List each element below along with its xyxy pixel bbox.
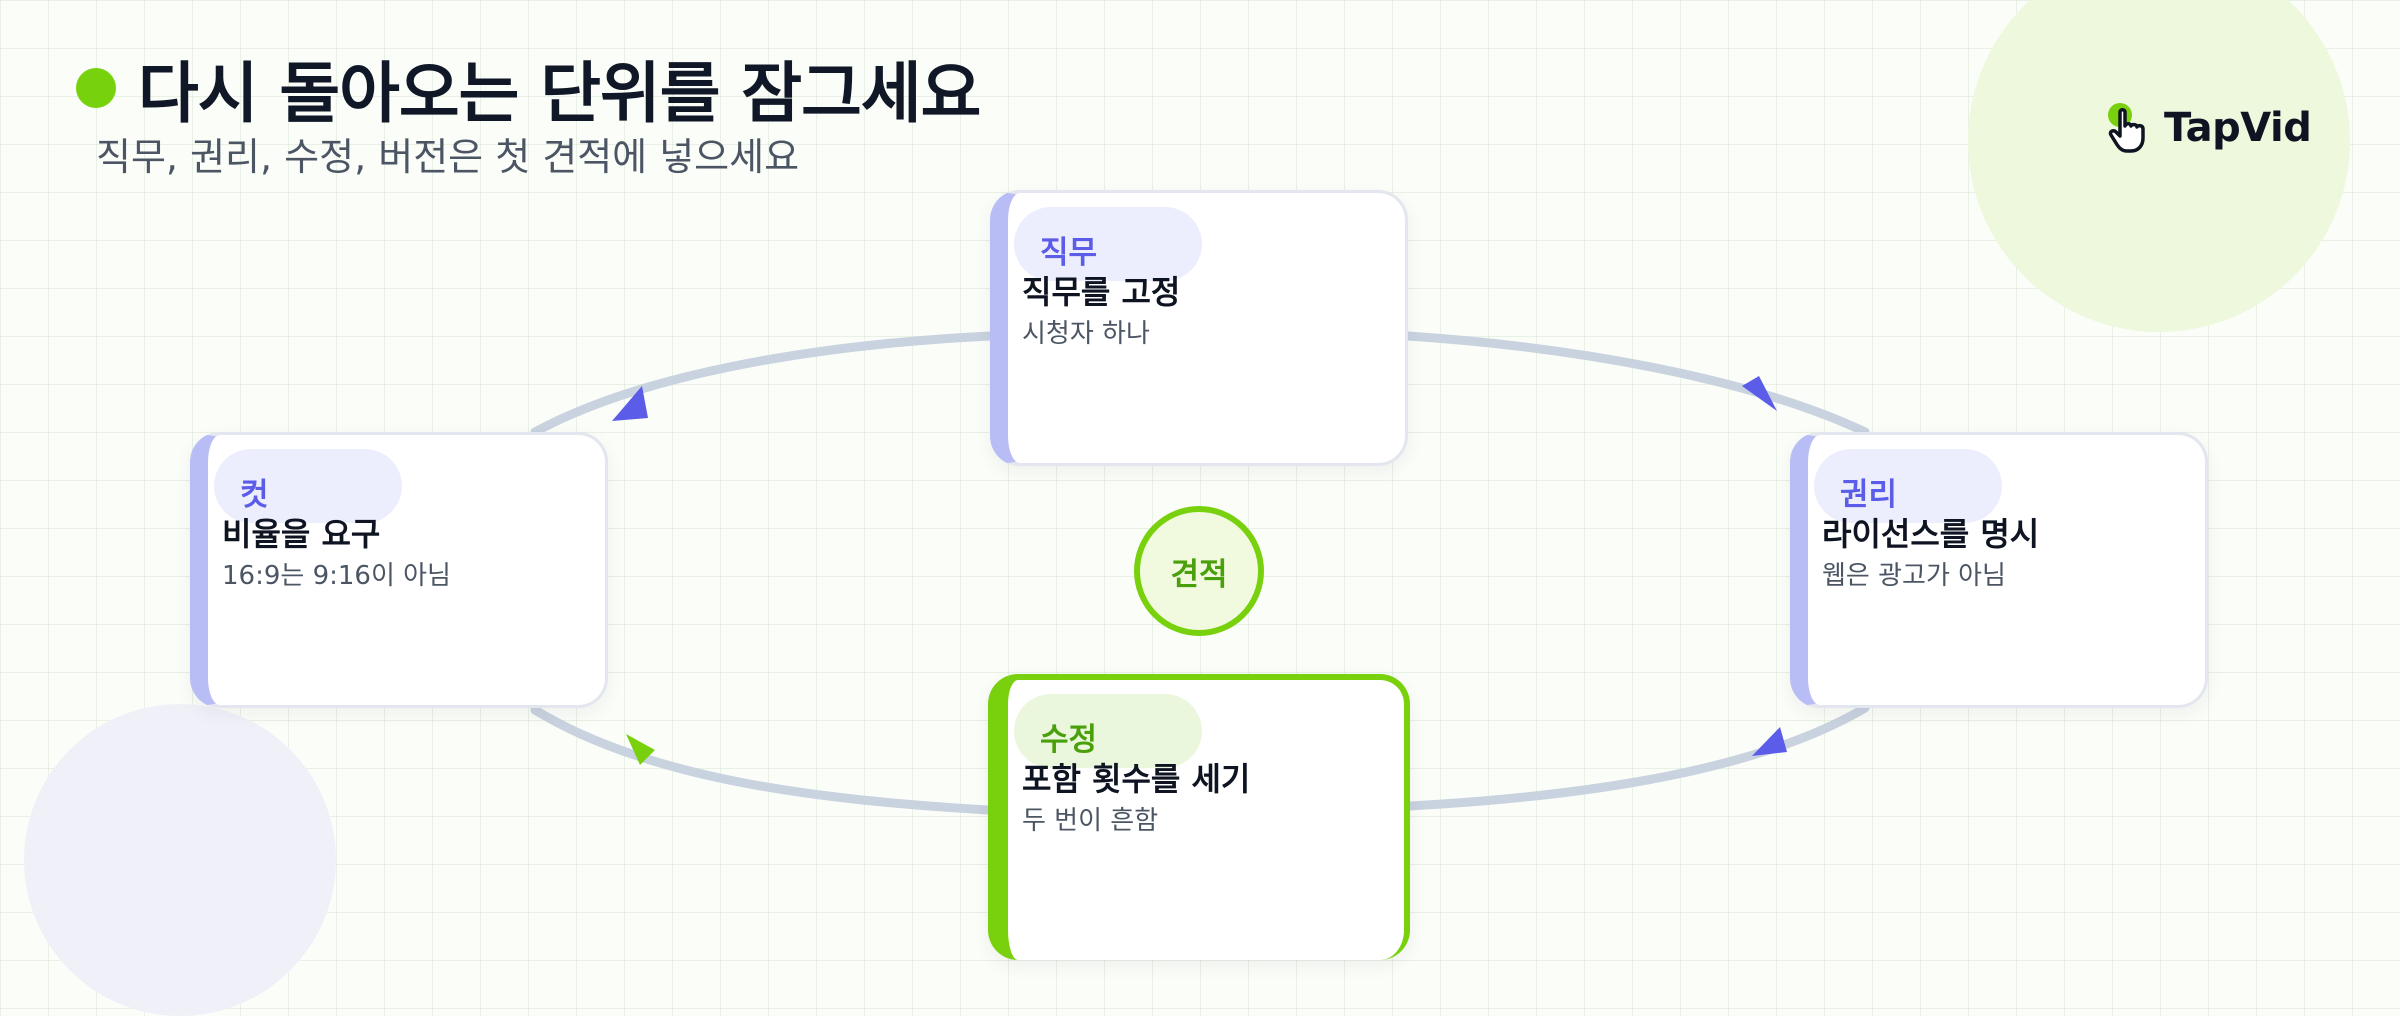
connector-rights-to-direct [1403, 331, 1870, 437]
arrowhead-toward-direct [1742, 376, 1777, 411]
brand-name: TapVid [2164, 105, 2312, 151]
card-tag: 권리 [1814, 449, 2002, 523]
card-description: 16:9는 9:16이 아님 [222, 561, 451, 591]
arrowhead-toward-cut [612, 386, 648, 421]
card-rights: 권리 라이선스를 명시 웹은 광고가 아님 [1790, 432, 2208, 708]
page-title: 다시 돌아오는 단위를 잠그세요 [138, 55, 981, 132]
cycle-connector-diagram [530, 331, 1870, 815]
title-row: 다시 돌아오는 단위를 잠그세요 [76, 40, 981, 136]
card-description: 시청자 하나 [1022, 319, 1150, 349]
brand-logo: TapVid [2104, 100, 2312, 156]
pointing-hand-icon [2108, 103, 2145, 153]
card-description: 두 번이 흔함 [1022, 806, 1159, 836]
arrowhead-toward-rights [1752, 727, 1787, 756]
connector-cut-to-revise [530, 705, 993, 815]
card-direct: 직무 직무를 고정 시청자 하나 [990, 190, 1408, 466]
card-title: 라이선스를 명시 [1822, 515, 2040, 553]
arrowhead-toward-revise [626, 734, 655, 765]
title-bullet-dot [76, 68, 116, 108]
center-node-estimate: 견적 [1134, 506, 1264, 636]
card-tag: 직무 [1014, 207, 1202, 281]
page-subtitle: 직무, 권리, 수정, 버전은 첫 견적에 넣으세요 [96, 135, 800, 179]
card-tag: 수정 [1014, 694, 1202, 768]
connector-revise-to-rights [1405, 703, 1870, 811]
card-title: 직무를 고정 [1022, 273, 1181, 311]
card-title: 비율을 요구 [222, 515, 381, 553]
decorative-circle-top-right [1968, 0, 2350, 332]
card-revise-highlighted: 수정 포함 횟수를 세기 두 번이 흔함 [988, 674, 1410, 960]
card-description: 웹은 광고가 아님 [1822, 561, 2006, 591]
connector-direct-to-cut [530, 331, 995, 437]
card-tag: 컷 [214, 449, 402, 523]
card-cut: 컷 비율을 요구 16:9는 9:16이 아님 [190, 432, 608, 708]
card-title: 포함 횟수를 세기 [1022, 760, 1251, 798]
